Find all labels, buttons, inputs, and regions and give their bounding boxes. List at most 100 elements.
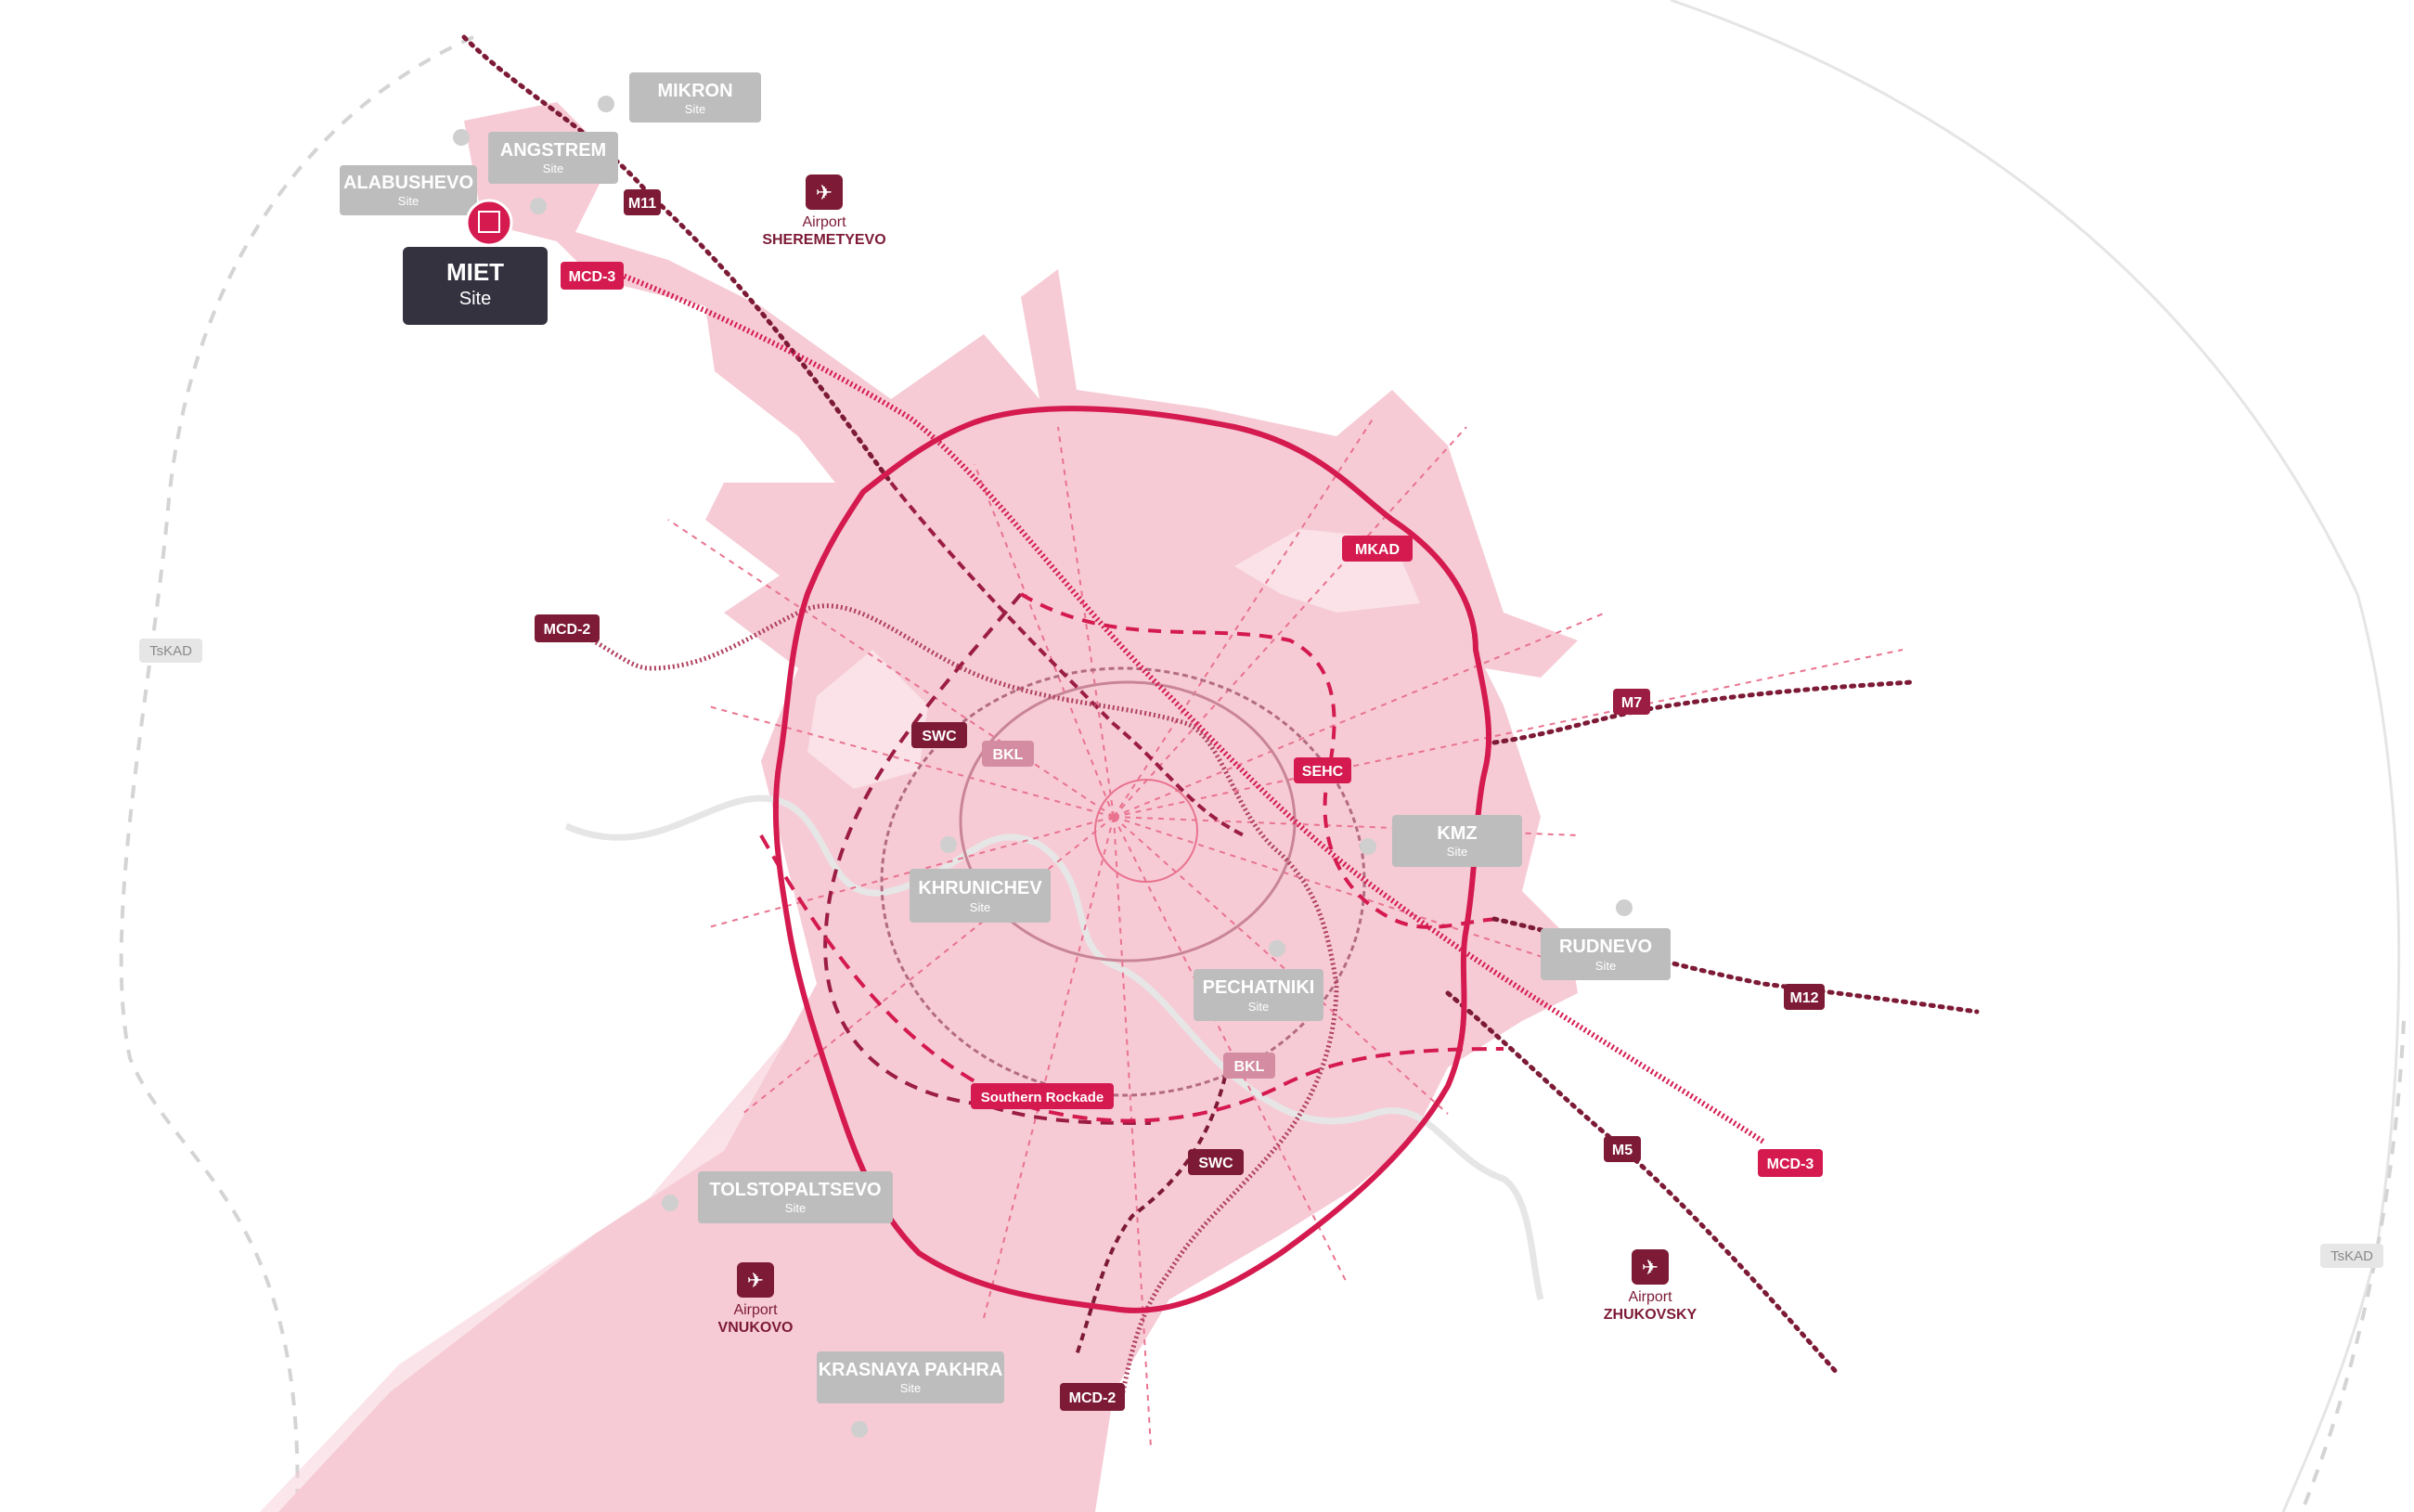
svg-text:BKL: BKL [1234, 1059, 1265, 1075]
tskad-ring-east-dashed [2300, 1020, 2406, 1512]
site-mikron[interactable]: MIKRON Site [598, 72, 761, 123]
building-icon [530, 198, 547, 214]
southern-rockade-label[interactable]: Southern Rockade [971, 1083, 1114, 1109]
southern-rockade-route [759, 834, 1504, 1123]
m11-highway-in [889, 481, 1245, 837]
airplane-icon [737, 1262, 774, 1298]
mkad-label[interactable]: MKAD [1342, 536, 1413, 562]
svg-text:TsKAD: TsKAD [149, 643, 192, 659]
swc-label-south[interactable]: SWC [1188, 1149, 1244, 1175]
svg-text:BKL: BKL [993, 747, 1024, 763]
svg-text:Site: Site [1447, 845, 1467, 859]
svg-text:MCD-2: MCD-2 [1069, 1390, 1117, 1406]
building-icon-glyph [478, 211, 500, 233]
svg-text:ALABUSHEVO: ALABUSHEVO [343, 173, 473, 193]
swc-route [823, 592, 1152, 1125]
svg-text:MCD-3: MCD-3 [1767, 1157, 1814, 1172]
building-icon [465, 199, 513, 247]
svg-text:ZHUKOVSKY: ZHUKOVSKY [1604, 1307, 1698, 1323]
svg-text:MKAD: MKAD [1355, 542, 1400, 558]
central-ring [1094, 779, 1198, 883]
svg-text:✈: ✈ [816, 181, 833, 204]
airport-zhukovsky[interactable]: ✈ Airport ZHUKOVSKY [1604, 1249, 1698, 1323]
mkad-ring[interactable] [772, 406, 1492, 1313]
svg-text:Site: Site [970, 900, 990, 914]
site-pechatniki[interactable]: PECHATNIKI Site [1194, 940, 1323, 1021]
swc-label-north[interactable]: SWC [911, 722, 967, 748]
svg-text:KRASNAYA PAKHRA: KRASNAYA PAKHRA [819, 1360, 1003, 1380]
bkl-label-north[interactable]: BKL [982, 741, 1034, 767]
svg-text:M5: M5 [1612, 1143, 1633, 1158]
site-angstrem[interactable]: ANGSTREM Site [488, 132, 618, 214]
svg-text:Airport: Airport [802, 214, 846, 230]
svg-text:SEHC: SEHC [1302, 764, 1344, 780]
city-area [278, 102, 1578, 1512]
svg-text:Site: Site [1595, 959, 1616, 973]
building-icon [1616, 899, 1633, 916]
svg-text:Airport: Airport [1628, 1289, 1672, 1305]
bkl-label-south[interactable]: BKL [1223, 1053, 1275, 1079]
sehc-label[interactable]: SEHC [1294, 757, 1351, 783]
building-icon [662, 1195, 678, 1211]
mcd2-label-south[interactable]: MCD-2 [1060, 1383, 1125, 1411]
svg-text:Site: Site [1248, 1000, 1269, 1014]
svg-text:M12: M12 [1789, 990, 1818, 1006]
site-krasnaya-pakhra[interactable]: KRASNAYA PAKHRA Site [817, 1351, 1004, 1438]
m5-label[interactable]: M5 [1604, 1136, 1641, 1162]
svg-text:KMZ: KMZ [1437, 823, 1477, 844]
svg-text:M7: M7 [1621, 695, 1642, 711]
airport-sheremetyevo[interactable]: ✈ Airport SHEREMETYEVO [762, 174, 886, 248]
building-icon [453, 129, 470, 146]
m11-label[interactable]: M11 [624, 189, 661, 215]
svg-text:TsKAD: TsKAD [2330, 1248, 2373, 1264]
site-tolstopaltsevo[interactable]: TOLSTOPALTSEVO Site [662, 1171, 893, 1223]
svg-text:ANGSTREM: ANGSTREM [500, 140, 606, 161]
site-alabushevo[interactable]: ALABUSHEVO Site [340, 129, 477, 215]
tskad-label-west[interactable]: TsKAD [139, 639, 202, 663]
svg-text:MIKRON: MIKRON [657, 81, 732, 101]
river [564, 795, 1544, 1300]
svg-text:MIET: MIET [446, 258, 504, 286]
svg-text:Site: Site [543, 162, 563, 175]
mcd2-label-west[interactable]: MCD-2 [535, 614, 600, 642]
building-icon [598, 96, 614, 112]
site-rudnevo[interactable]: RUDNEVO Site [1541, 899, 1671, 980]
svg-text:M11: M11 [628, 196, 656, 212]
svg-text:Site: Site [398, 194, 419, 208]
tskad-ring-east [1670, 0, 2401, 1512]
svg-text:MCD-3: MCD-3 [569, 269, 616, 285]
svg-text:VNUKOVO: VNUKOVO [718, 1320, 794, 1336]
svg-text:Site: Site [900, 1381, 921, 1395]
m12-label[interactable]: M12 [1784, 984, 1825, 1010]
svg-text:SHEREMETYEVO: SHEREMETYEVO [762, 232, 885, 248]
mcd2-rail [574, 603, 1339, 1393]
mcd3-label-north[interactable]: MCD-3 [561, 262, 624, 290]
svg-text:TOLSTOPALTSEVO: TOLSTOPALTSEVO [709, 1180, 881, 1200]
svg-text:✈: ✈ [1642, 1256, 1659, 1279]
svg-text:MCD-2: MCD-2 [544, 622, 591, 638]
site-khrunichev[interactable]: KHRUNICHEV Site [910, 836, 1051, 923]
svg-text:SWC: SWC [922, 729, 957, 744]
building-icon [851, 1421, 868, 1438]
m7-label[interactable]: M7 [1613, 689, 1650, 715]
m11-highway [461, 34, 894, 485]
svg-text:Airport: Airport [733, 1302, 778, 1318]
svg-text:PECHATNIKI: PECHATNIKI [1203, 977, 1315, 998]
site-kmz[interactable]: KMZ Site [1360, 815, 1522, 867]
tskad-ring [119, 35, 474, 1512]
bkl-ring [880, 666, 1366, 1097]
mcd3-label-east[interactable]: MCD-3 [1758, 1149, 1823, 1177]
svg-text:Site: Site [685, 102, 705, 116]
svg-text:Southern Rockade: Southern Rockade [981, 1090, 1104, 1105]
mcd3-rail [592, 262, 1765, 1144]
site-miet[interactable]: MIET Site [403, 199, 548, 325]
park-west [807, 650, 928, 789]
svg-text:Site: Site [785, 1201, 806, 1215]
svg-text:Site: Site [459, 289, 491, 309]
tskad-label-east[interactable]: TsKAD [2320, 1244, 2383, 1268]
airplane-icon [806, 174, 843, 210]
building-icon [1269, 940, 1285, 957]
building-icon [1360, 838, 1376, 855]
airport-vnukovo[interactable]: ✈ Airport VNUKOVO [718, 1262, 794, 1336]
